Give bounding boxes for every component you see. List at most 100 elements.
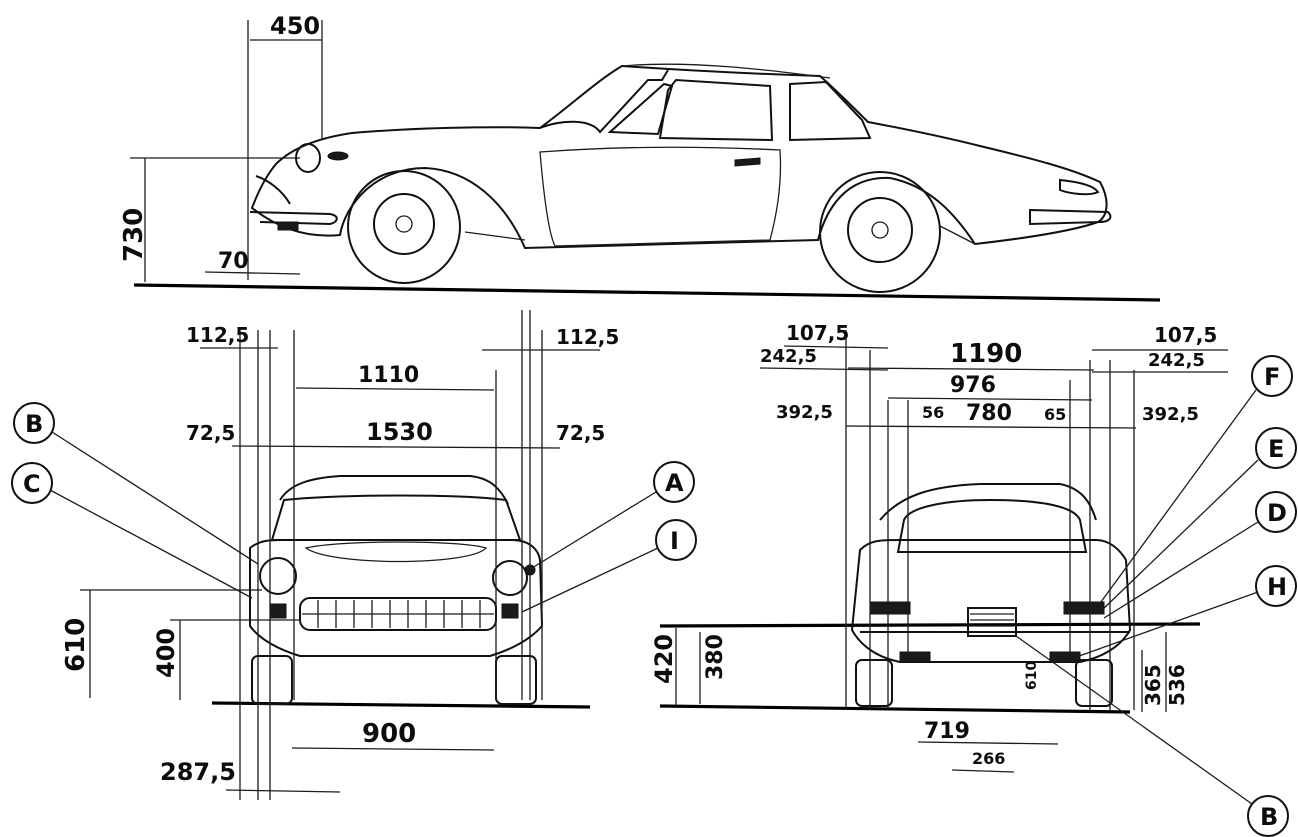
- svg-text:H: H: [1267, 573, 1287, 601]
- side-rear-hub-center: [871, 221, 889, 239]
- side-door-handle: [734, 157, 761, 167]
- side-dim-450: 450: [270, 12, 320, 40]
- side-roof-top: [621, 63, 831, 79]
- rear-dim-536: 536: [1165, 664, 1189, 706]
- rear-window: [896, 498, 1088, 553]
- front-dim-112-left: 112,5: [186, 323, 249, 347]
- side-dim-70: 70: [218, 249, 249, 274]
- svg-text:A: A: [665, 469, 684, 497]
- rear-dim-420: 420: [650, 634, 678, 684]
- callout-h: H: [1067, 565, 1297, 661]
- side-front-marker: [327, 151, 349, 161]
- rear-dim-719: 719: [924, 719, 970, 744]
- rear-dim-266: 266: [972, 749, 1005, 768]
- rear-exhaust-left: [899, 651, 931, 663]
- side-body-outline: [250, 64, 1108, 250]
- rear-dim-56: 56: [922, 403, 944, 422]
- front-dim-72-right: 72,5: [556, 421, 605, 445]
- rear-roof: [879, 483, 1097, 521]
- side-rear-bumper: [1029, 208, 1112, 226]
- front-dim-610: 610: [61, 618, 91, 672]
- front-fog-right: [501, 603, 519, 619]
- svg-text:C: C: [23, 470, 41, 498]
- rear-body: [850, 539, 1132, 663]
- callout-b-front: B: [13, 402, 259, 565]
- rear-dim-1190-line: [847, 367, 1095, 371]
- rear-light-left: [869, 601, 911, 615]
- svg-text:E: E: [1268, 435, 1284, 463]
- front-extension-lines: [239, 310, 543, 800]
- front-windshield: [270, 494, 522, 541]
- front-dim-1530: 1530: [366, 418, 433, 446]
- rear-dim-380: 380: [703, 634, 728, 680]
- front-headlight-right: [492, 560, 528, 596]
- front-dim-900-line: [291, 747, 495, 751]
- rear-tire-left: [855, 659, 893, 707]
- front-tire-left: [251, 655, 293, 705]
- front-dim-900: 900: [362, 719, 416, 749]
- front-dim-1530-line: [231, 445, 561, 449]
- callout-c: C: [11, 462, 253, 599]
- side-roof-line: [539, 69, 669, 134]
- side-ground-line: [133, 283, 1161, 302]
- callout-f: F: [1097, 355, 1293, 607]
- rear-dim-780: 780: [966, 401, 1012, 426]
- side-front-wheel: [347, 170, 461, 284]
- rear-dim-719-line: [917, 741, 1059, 745]
- callout-b-rear: B: [1015, 635, 1289, 837]
- rear-dim-266-line: [951, 769, 1015, 773]
- rear-dim-left-lines: [759, 345, 889, 371]
- rear-tire-right: [1075, 659, 1113, 707]
- side-dim-70-line: [204, 271, 301, 275]
- front-view: 112,5 112,5 1110 1530 72,5 72,5 900 287,…: [11, 310, 697, 800]
- rear-dim-242-left: 242,5: [760, 346, 817, 367]
- rear-dim-610: 610: [1024, 661, 1040, 690]
- front-dim-400: 400: [152, 628, 180, 678]
- svg-text:B: B: [25, 410, 43, 438]
- front-headlight-left: [259, 557, 297, 595]
- side-sill-hatch-front: [464, 231, 526, 241]
- rear-dim-242-right: 242,5: [1148, 350, 1205, 371]
- rear-dim-1190: 1190: [950, 339, 1022, 369]
- rear-view: 107,5 242,5 107,5 242,5 1190 976 392,5 3…: [650, 321, 1297, 837]
- rear-exhaust-right: [1049, 651, 1081, 663]
- side-front-grille: [255, 175, 291, 205]
- side-dim-730: 730: [119, 208, 149, 262]
- front-dim-287-line: [225, 789, 341, 793]
- rear-ground-line-lower: [659, 704, 1131, 714]
- rear-dim-780-line: [845, 425, 1137, 429]
- side-view: 450 730 70: [119, 12, 1161, 302]
- side-front-fog: [277, 221, 299, 231]
- front-dim-287: 287,5: [160, 758, 236, 786]
- side-window-main: [658, 78, 774, 142]
- svg-text:I: I: [670, 527, 679, 555]
- front-grille-bars: [302, 600, 494, 628]
- side-rear-light: [1059, 178, 1100, 196]
- side-rear-wheel: [819, 171, 941, 293]
- callout-d: D: [1103, 491, 1297, 619]
- side-window-rear: [789, 80, 872, 142]
- svg-text:F: F: [1264, 363, 1280, 391]
- front-dim-1110-line: [295, 387, 495, 391]
- side-door-outline: [539, 146, 782, 247]
- rear-dim-107-right: 107,5: [1154, 323, 1217, 347]
- front-roof: [279, 475, 509, 505]
- rear-dim-65: 65: [1044, 405, 1066, 424]
- side-front-hub: [373, 193, 435, 255]
- callout-i: I: [521, 519, 697, 613]
- callout-a: A: [531, 461, 695, 569]
- rear-dim-right-lines: [1092, 349, 1228, 373]
- front-dim-112-right: 112,5: [556, 325, 619, 349]
- front-dim-1110: 1110: [358, 363, 419, 388]
- svg-text:D: D: [1267, 499, 1287, 527]
- front-dim-72-left: 72,5: [186, 421, 235, 445]
- rear-dim-976: 976: [950, 373, 996, 398]
- rear-ground-line: [659, 622, 1201, 628]
- side-rear-hub: [847, 197, 913, 263]
- side-sill-hatch-rear: [939, 225, 976, 245]
- front-hood-scoop: [304, 541, 488, 563]
- side-front-bumper: [249, 211, 338, 226]
- callout-e: E: [1099, 427, 1297, 613]
- rear-dim-976-line: [887, 397, 1093, 401]
